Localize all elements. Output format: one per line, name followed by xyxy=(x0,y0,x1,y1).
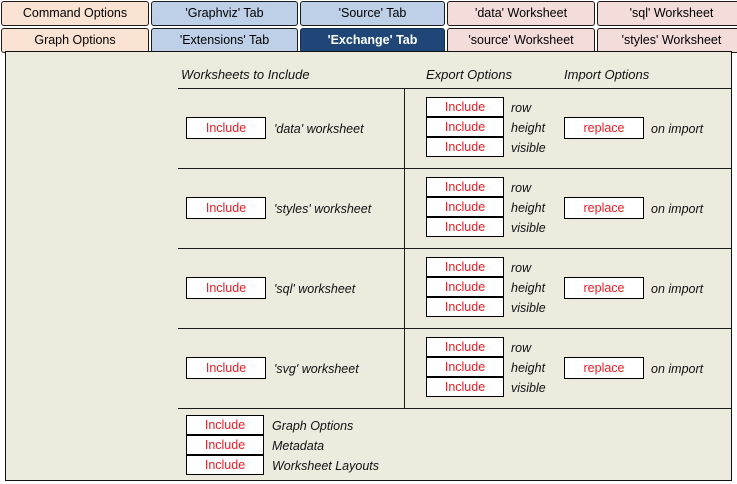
worksheet-include-toggle[interactable]: Include xyxy=(186,117,266,139)
export-option-visible-toggle[interactable]: Include xyxy=(426,217,504,237)
column-divider xyxy=(404,328,405,408)
exchange-panel: Worksheets to Include Export Options Imp… xyxy=(5,51,732,481)
worksheet-name-label: 'sql' worksheet xyxy=(274,282,356,296)
export-option-row-label: row xyxy=(511,341,532,355)
nav-button--styles-worksheet[interactable]: 'styles' Worksheet xyxy=(597,28,737,53)
worksheet-name-label: 'data' worksheet xyxy=(274,122,364,136)
export-option-visible-label: visible xyxy=(511,141,546,155)
footer-divider xyxy=(178,408,731,409)
row-divider xyxy=(178,248,731,249)
column-divider xyxy=(404,248,405,328)
nav-button--source-worksheet[interactable]: 'source' Worksheet xyxy=(447,28,595,53)
import-mode-label: on import xyxy=(651,202,704,216)
footer-include-toggle[interactable]: Include xyxy=(186,455,264,475)
export-option-row-toggle[interactable]: Include xyxy=(426,257,504,277)
nav-button-command-options[interactable]: Command Options xyxy=(1,1,149,26)
row-divider xyxy=(178,328,731,329)
nav-button--data-worksheet[interactable]: 'data' Worksheet xyxy=(447,1,595,26)
column-header-export-options: Export Options xyxy=(426,67,512,82)
export-option-visible-label: visible xyxy=(511,301,546,315)
footer-item-label: Graph Options xyxy=(272,419,354,433)
nav-button--extensions-tab[interactable]: 'Extensions' Tab xyxy=(151,28,298,53)
footer-item-label: Worksheet Layouts xyxy=(272,459,379,473)
row-divider xyxy=(178,88,731,89)
export-option-visible-label: visible xyxy=(511,221,546,235)
column-divider xyxy=(404,168,405,248)
worksheet-include-toggle[interactable]: Include xyxy=(186,357,266,379)
import-mode-label: on import xyxy=(651,122,704,136)
footer-include-toggle[interactable]: Include xyxy=(186,415,264,435)
export-option-height-label: height xyxy=(511,281,546,295)
nav-button--sql-worksheet[interactable]: 'sql' Worksheet xyxy=(597,1,737,26)
import-mode-label: on import xyxy=(651,282,704,296)
nav-button--graphviz-tab[interactable]: 'Graphviz' Tab xyxy=(151,1,298,26)
import-mode-toggle[interactable]: replace xyxy=(564,117,644,139)
export-option-row-toggle[interactable]: Include xyxy=(426,97,504,117)
nav-button-graph-options[interactable]: Graph Options xyxy=(1,28,149,53)
nav-button--source-tab[interactable]: 'Source' Tab xyxy=(300,1,445,26)
export-option-height-toggle[interactable]: Include xyxy=(426,117,504,137)
export-option-row-toggle[interactable]: Include xyxy=(426,177,504,197)
export-option-height-label: height xyxy=(511,201,546,215)
export-option-height-toggle[interactable]: Include xyxy=(426,357,504,377)
worksheet-name-label: 'styles' worksheet xyxy=(274,202,372,216)
column-divider xyxy=(404,88,405,168)
import-mode-toggle[interactable]: replace xyxy=(564,357,644,379)
export-option-row-label: row xyxy=(511,261,532,275)
row-divider xyxy=(178,168,731,169)
footer-include-toggle[interactable]: Include xyxy=(186,435,264,455)
footer-item-label: Metadata xyxy=(272,439,325,453)
export-option-height-toggle[interactable]: Include xyxy=(426,277,504,297)
nav-button--exchange-tab[interactable]: 'Exchange' Tab xyxy=(300,28,445,53)
export-option-visible-label: visible xyxy=(511,381,546,395)
import-mode-toggle[interactable]: replace xyxy=(564,277,644,299)
tab-navigation-bar: Command Options'Graphviz' Tab'Source' Ta… xyxy=(0,0,737,53)
export-option-height-label: height xyxy=(511,361,546,375)
export-option-visible-toggle[interactable]: Include xyxy=(426,377,504,397)
import-mode-toggle[interactable]: replace xyxy=(564,197,644,219)
worksheet-include-toggle[interactable]: Include xyxy=(186,197,266,219)
import-mode-label: on import xyxy=(651,362,704,376)
worksheet-name-label: 'svg' worksheet xyxy=(274,362,359,376)
export-option-height-toggle[interactable]: Include xyxy=(426,197,504,217)
export-option-visible-toggle[interactable]: Include xyxy=(426,137,504,157)
export-option-row-label: row xyxy=(511,181,532,195)
export-option-row-toggle[interactable]: Include xyxy=(426,337,504,357)
column-header-worksheets-to-include: Worksheets to Include xyxy=(181,67,310,82)
export-option-height-label: height xyxy=(511,121,546,135)
column-header-import-options: Import Options xyxy=(564,67,650,82)
export-option-visible-toggle[interactable]: Include xyxy=(426,297,504,317)
export-option-row-label: row xyxy=(511,101,532,115)
worksheet-include-toggle[interactable]: Include xyxy=(186,277,266,299)
